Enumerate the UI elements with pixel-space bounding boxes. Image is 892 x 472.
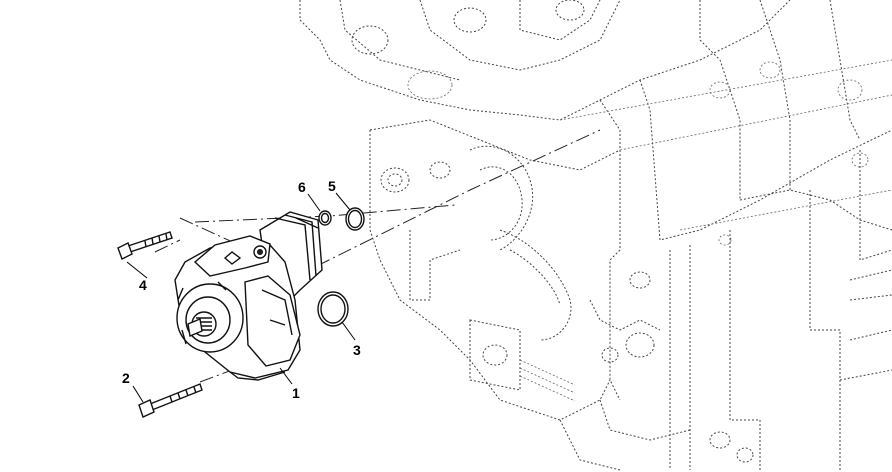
o-ring-5 — [345, 207, 365, 231]
leader-lines — [126, 192, 356, 403]
engine-block-ghost — [299, 0, 892, 471]
callout-6: 6 — [298, 179, 306, 195]
o-ring-6 — [318, 210, 332, 226]
bolt-4 — [117, 231, 173, 260]
bolt-2 — [138, 383, 203, 418]
callout-4: 4 — [139, 277, 147, 293]
callout-5: 5 — [328, 178, 336, 194]
pump-assembly — [174, 211, 323, 381]
o-ring-3 — [317, 291, 349, 327]
callout-3: 3 — [353, 342, 361, 358]
callout-1: 1 — [292, 385, 300, 401]
callout-2: 2 — [122, 370, 130, 386]
